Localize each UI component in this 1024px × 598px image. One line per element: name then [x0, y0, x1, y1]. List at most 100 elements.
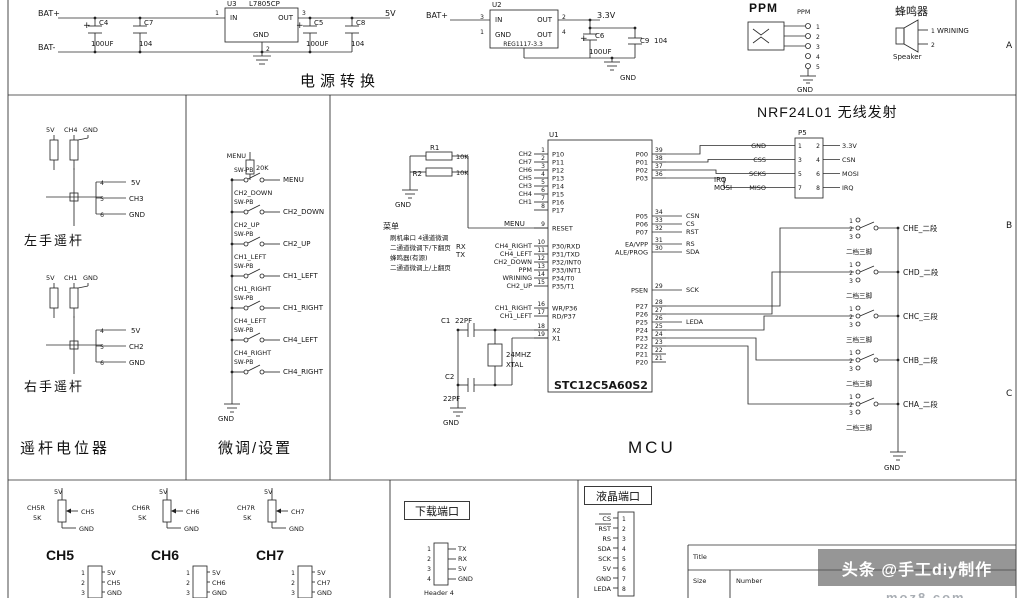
schematic-label: 1 [931, 28, 935, 35]
schematic-label: U2 [492, 1, 502, 9]
net-label: CH2_UP [234, 221, 260, 229]
net-label: CSN [842, 156, 856, 164]
schematic-label: 24MHZ [506, 351, 531, 359]
schematic-label: GND [289, 525, 304, 533]
schematic-label: CH4 [64, 126, 78, 134]
schematic-label: 5V [46, 274, 55, 282]
pin-number: 11 [537, 247, 545, 254]
net-label: CHD_二段 [903, 267, 939, 277]
schematic-label: C1 [441, 317, 450, 325]
schematic-label: IN [230, 14, 237, 22]
schematic-label: MENU [227, 152, 247, 160]
schematic-label: 5V [159, 488, 168, 496]
schematic-label: TX [455, 251, 465, 259]
schematic-label: 2 [266, 46, 270, 53]
pin-number: 19 [537, 331, 545, 338]
pin-number: 1 [849, 262, 853, 269]
wire [859, 353, 875, 361]
pin-number: 2 [849, 402, 853, 409]
wire [247, 172, 261, 180]
schematic-label: 4 [100, 180, 104, 187]
schematic-label: 5 [622, 556, 626, 563]
schematic-label: MOSI [714, 184, 732, 192]
pin-number: 34 [655, 209, 663, 216]
ch7-label: CH7 [256, 547, 285, 563]
net-label: CH2_UP [283, 240, 310, 248]
schematic-label: PPM [797, 8, 810, 16]
section-title-sticks: 遥杆电位器 [20, 440, 111, 457]
schematic-label: 1 [215, 10, 219, 17]
schematic-label: GND [620, 74, 636, 82]
schematic-label: L7805CP [249, 0, 280, 8]
schematic-label: CH1 [64, 274, 78, 282]
schematic-label: C4 [99, 19, 109, 27]
schematic-label: CH7R [237, 504, 256, 512]
schematic-label: SDA [598, 545, 612, 553]
schematic-label: 6 [622, 566, 626, 573]
pin-label: P30/RXD [552, 243, 580, 251]
terminal [243, 369, 249, 375]
pin-label: P33/INT1 [552, 267, 581, 275]
schematic-label: 5K [243, 514, 252, 522]
schematic-label: + [83, 21, 91, 31]
net-label: MENU [283, 176, 304, 184]
schematic-label: 10K [456, 169, 469, 177]
watermark: 头条 @手工diy制作 [818, 549, 1016, 586]
terminal [259, 305, 265, 311]
pin-label: P32/INT0 [552, 259, 581, 267]
terminal [855, 393, 861, 399]
junction-dot [896, 358, 900, 362]
pin-number: 33 [655, 217, 663, 224]
schematic-label: 5V [107, 569, 116, 577]
net-label: CH7 [518, 158, 532, 166]
schematic-label: 5K [138, 514, 147, 522]
schematic-label: 2 [562, 14, 566, 21]
ppm-connector [747, 21, 816, 84]
pin-number: 25 [655, 323, 663, 330]
pin-label: RESET [552, 225, 573, 233]
schematic-label: + [580, 34, 588, 44]
net-label: 3.3V [842, 142, 857, 150]
pin-number: 28 [655, 299, 663, 306]
net-label: CH1_RIGHT [234, 285, 271, 293]
terminal [855, 409, 861, 415]
terminal [243, 209, 249, 215]
schematic-label: RX [456, 243, 466, 251]
pin-number: 5 [541, 179, 545, 186]
pin-number: 6 [541, 187, 545, 194]
schematic-label: CH6 [186, 508, 200, 516]
schematic-label: 4 [100, 328, 104, 335]
schematic-label: 2 [427, 556, 431, 563]
switch-type-label: 二档三脚 [846, 247, 873, 256]
pin-number: 3 [849, 278, 853, 285]
net-label: CHC_三段 [903, 311, 938, 321]
terminal [243, 241, 249, 247]
pin-label: X1 [552, 335, 561, 343]
wire [247, 236, 261, 244]
net-label: CH5 [518, 174, 532, 182]
schematic-label: 5 [100, 344, 104, 351]
schematic-label: Header 4 [424, 589, 454, 597]
terminal [855, 233, 861, 239]
pin-number: 23 [655, 339, 663, 346]
net-label: SCK [686, 286, 700, 294]
schematic-label: GND [218, 415, 234, 423]
schematic-label: 3 [480, 14, 484, 21]
schematic-label: SCK [598, 555, 612, 563]
net-label: GND [751, 142, 766, 150]
power-converter-section [58, 7, 642, 71]
component-ref: U1 [549, 131, 559, 139]
schematic-label: XTAL [506, 361, 523, 369]
pin-number: 2 [849, 314, 853, 321]
right-joystick [46, 283, 126, 374]
pin-number: 3 [849, 366, 853, 373]
wire [859, 265, 875, 273]
pin-label: P16 [552, 199, 564, 207]
schematic-label: 20K [256, 164, 269, 172]
wire [859, 309, 875, 317]
junction-dot [230, 338, 234, 342]
net-label: CHA_二段 [903, 399, 938, 409]
pin-number: 10 [537, 239, 545, 246]
